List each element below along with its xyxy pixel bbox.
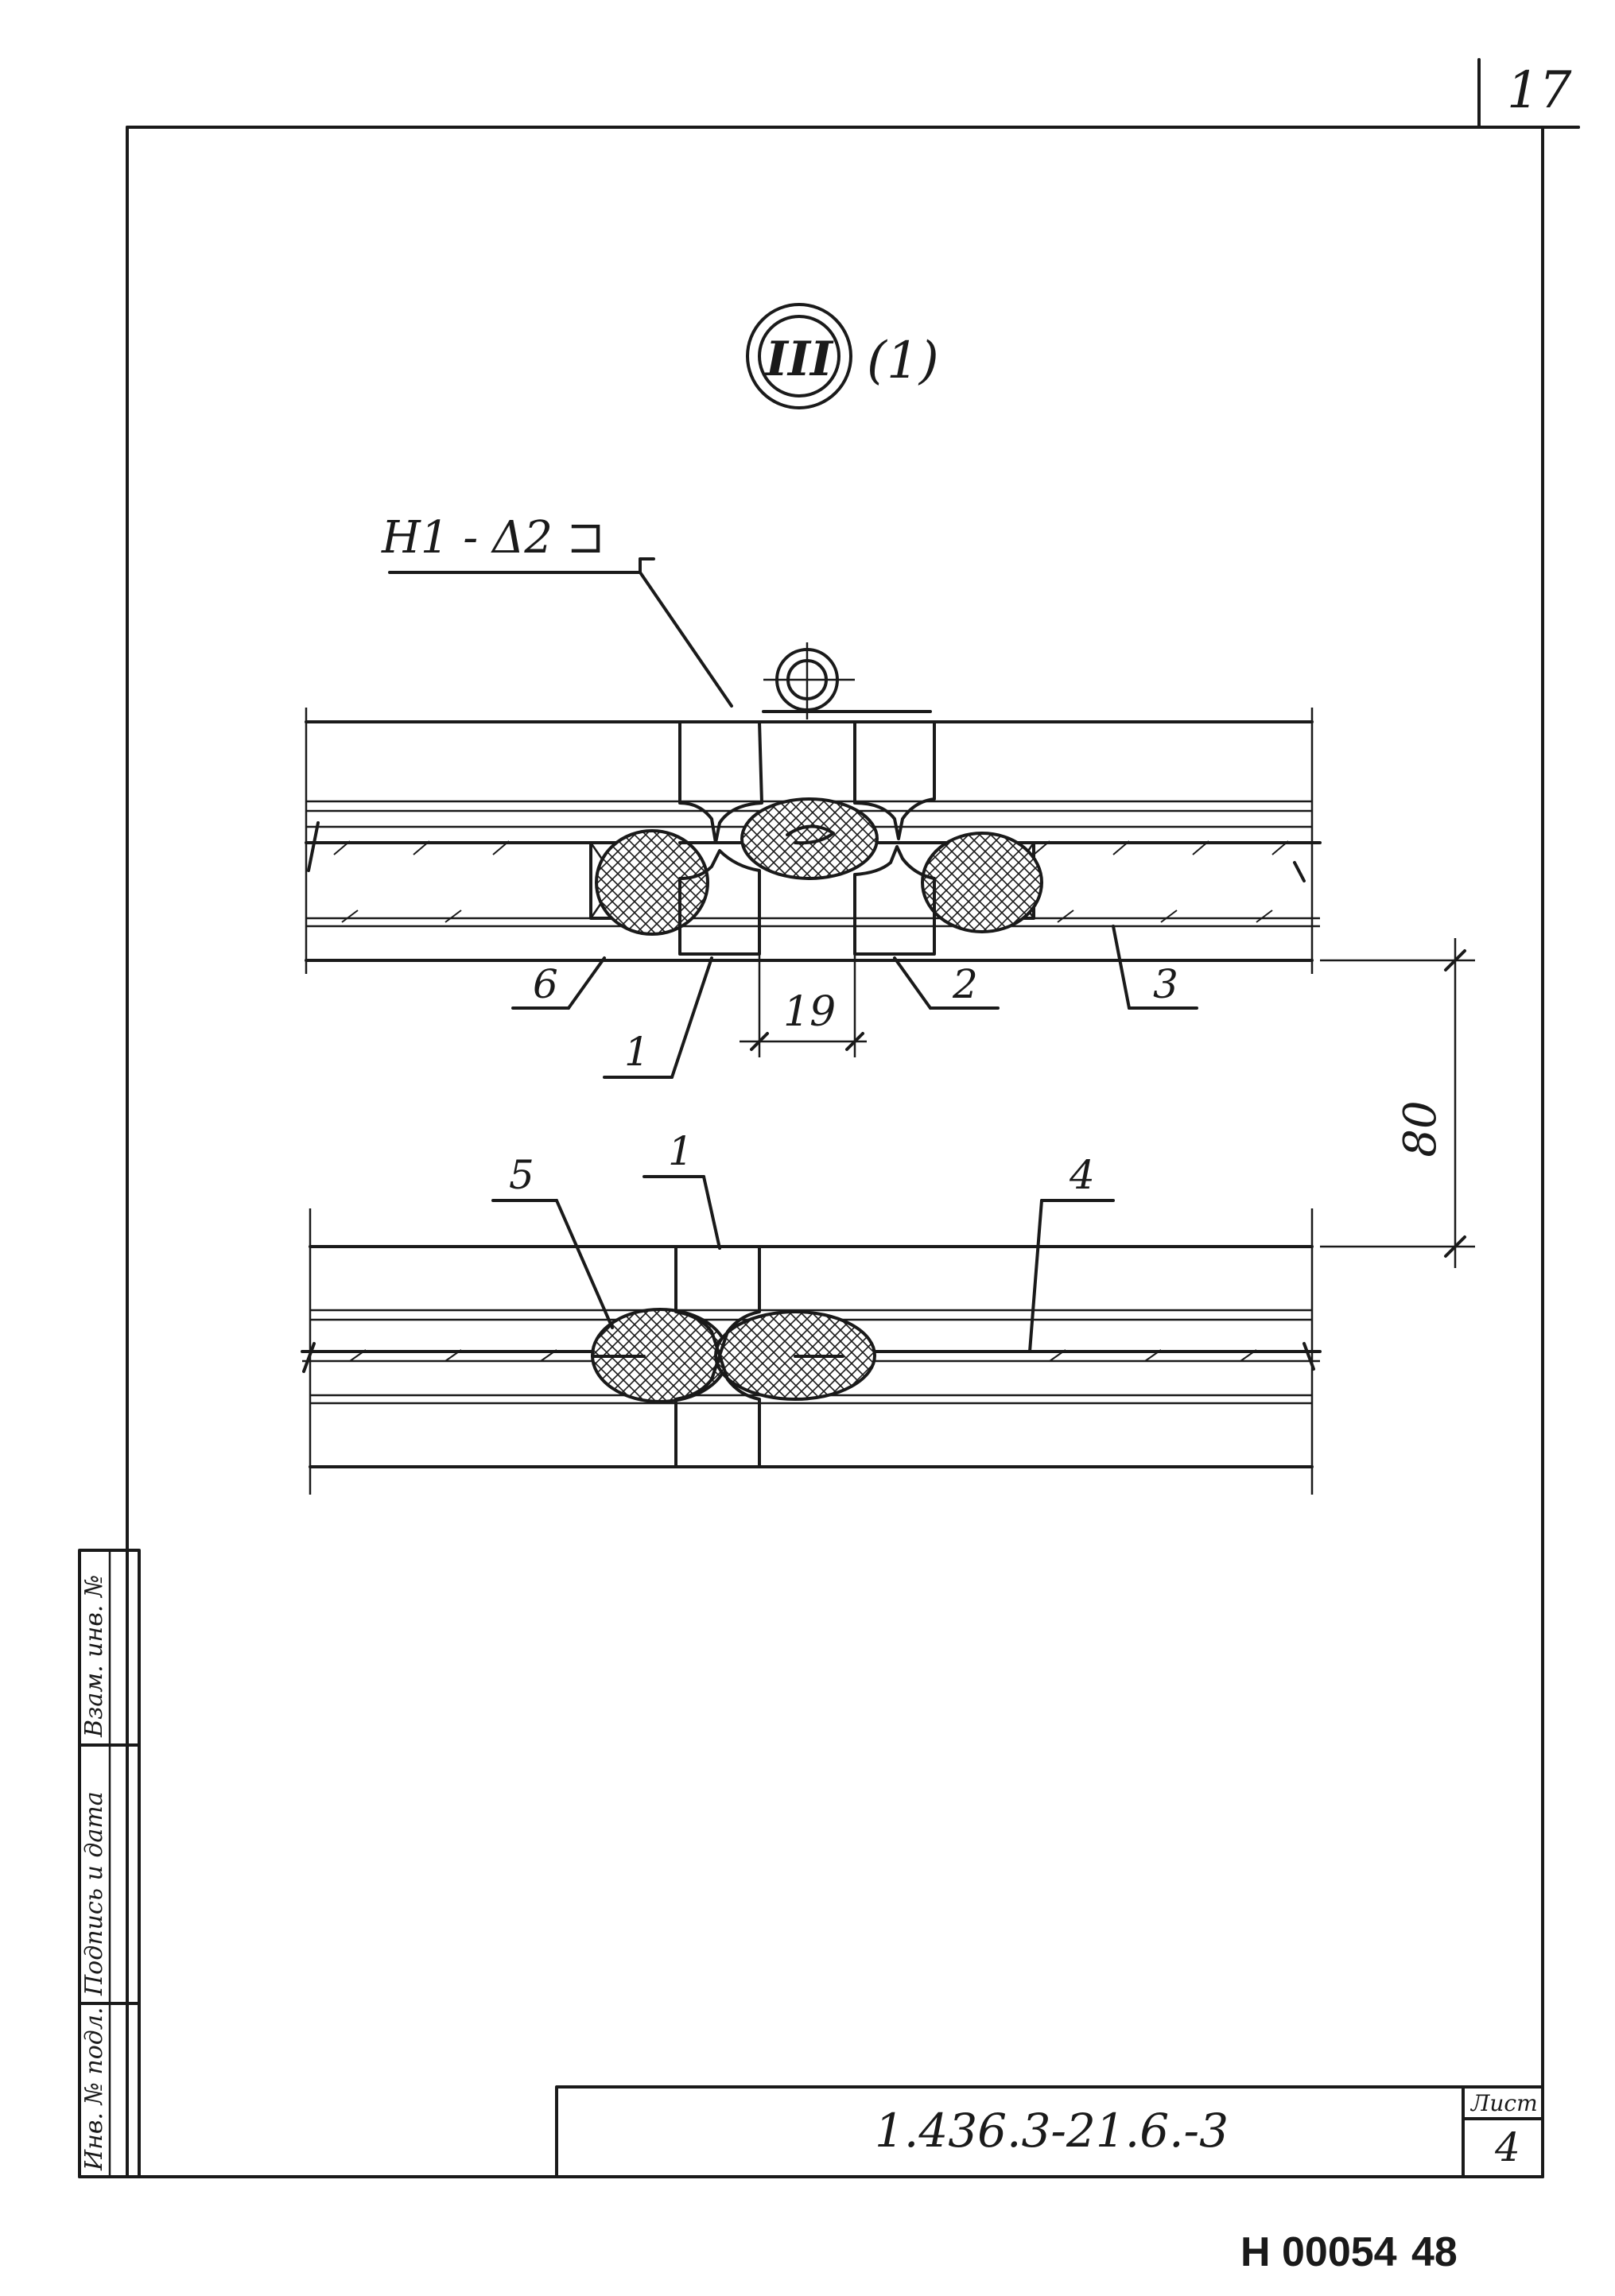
inventory-number: Н 00054 [1240,2229,1397,2275]
upper-section [305,642,1322,974]
callout-3: 3 [1112,925,1198,1010]
dimension-gap: 19 [740,954,867,1057]
callout-4: 4 [1028,1152,1115,1353]
section-marker-label: III [764,332,834,387]
side-stamp-inv: Инв. № подл. [80,2007,108,2171]
sheet-label: Лист [1469,2090,1538,2116]
side-stamp-replaced: Взам. инв. № [80,1575,108,1738]
callout-6: 6 [511,956,606,1010]
svg-text:1: 1 [624,1029,650,1075]
title-code: 1.436.3-21.6.-3 [875,2104,1229,2158]
weld-note-text: Н1 - Δ2 ⊐ [381,512,604,564]
dimension-spacing-value: 80 [1395,1100,1446,1157]
lower-section [301,1208,1322,1495]
callout-1-lower: 1 [643,1128,721,1250]
svg-text:6: 6 [533,961,558,1007]
svg-text:1: 1 [668,1128,693,1174]
dimension-spacing: 80 [1320,938,1475,1268]
side-stamp: Инв. № подл. Подпись и дата Взам. инв. № [78,1549,141,2178]
callout-1-upper: 1 [603,956,713,1079]
svg-text:5: 5 [509,1152,534,1198]
section-marker: III [746,303,852,409]
svg-text:4: 4 [1069,1152,1095,1198]
callout-2: 2 [893,956,1000,1010]
sheet-number: 4 [1494,2124,1520,2170]
corner-sheet-number: 17 [1507,61,1572,120]
footer-page-number: 48 [1411,2229,1458,2275]
svg-text:3: 3 [1153,961,1178,1007]
section-variant: (1) [867,332,939,390]
side-stamp-signature: Подпись и дата [80,1791,108,1996]
svg-text:2: 2 [952,961,978,1007]
title-block: 1.436.3-21.6.-3 Лист 4 [555,2085,1544,2178]
weld-note: Н1 - Δ2 ⊐ [381,512,733,708]
callout-5: 5 [491,1152,614,1329]
dimension-gap-value: 19 [783,988,836,1036]
